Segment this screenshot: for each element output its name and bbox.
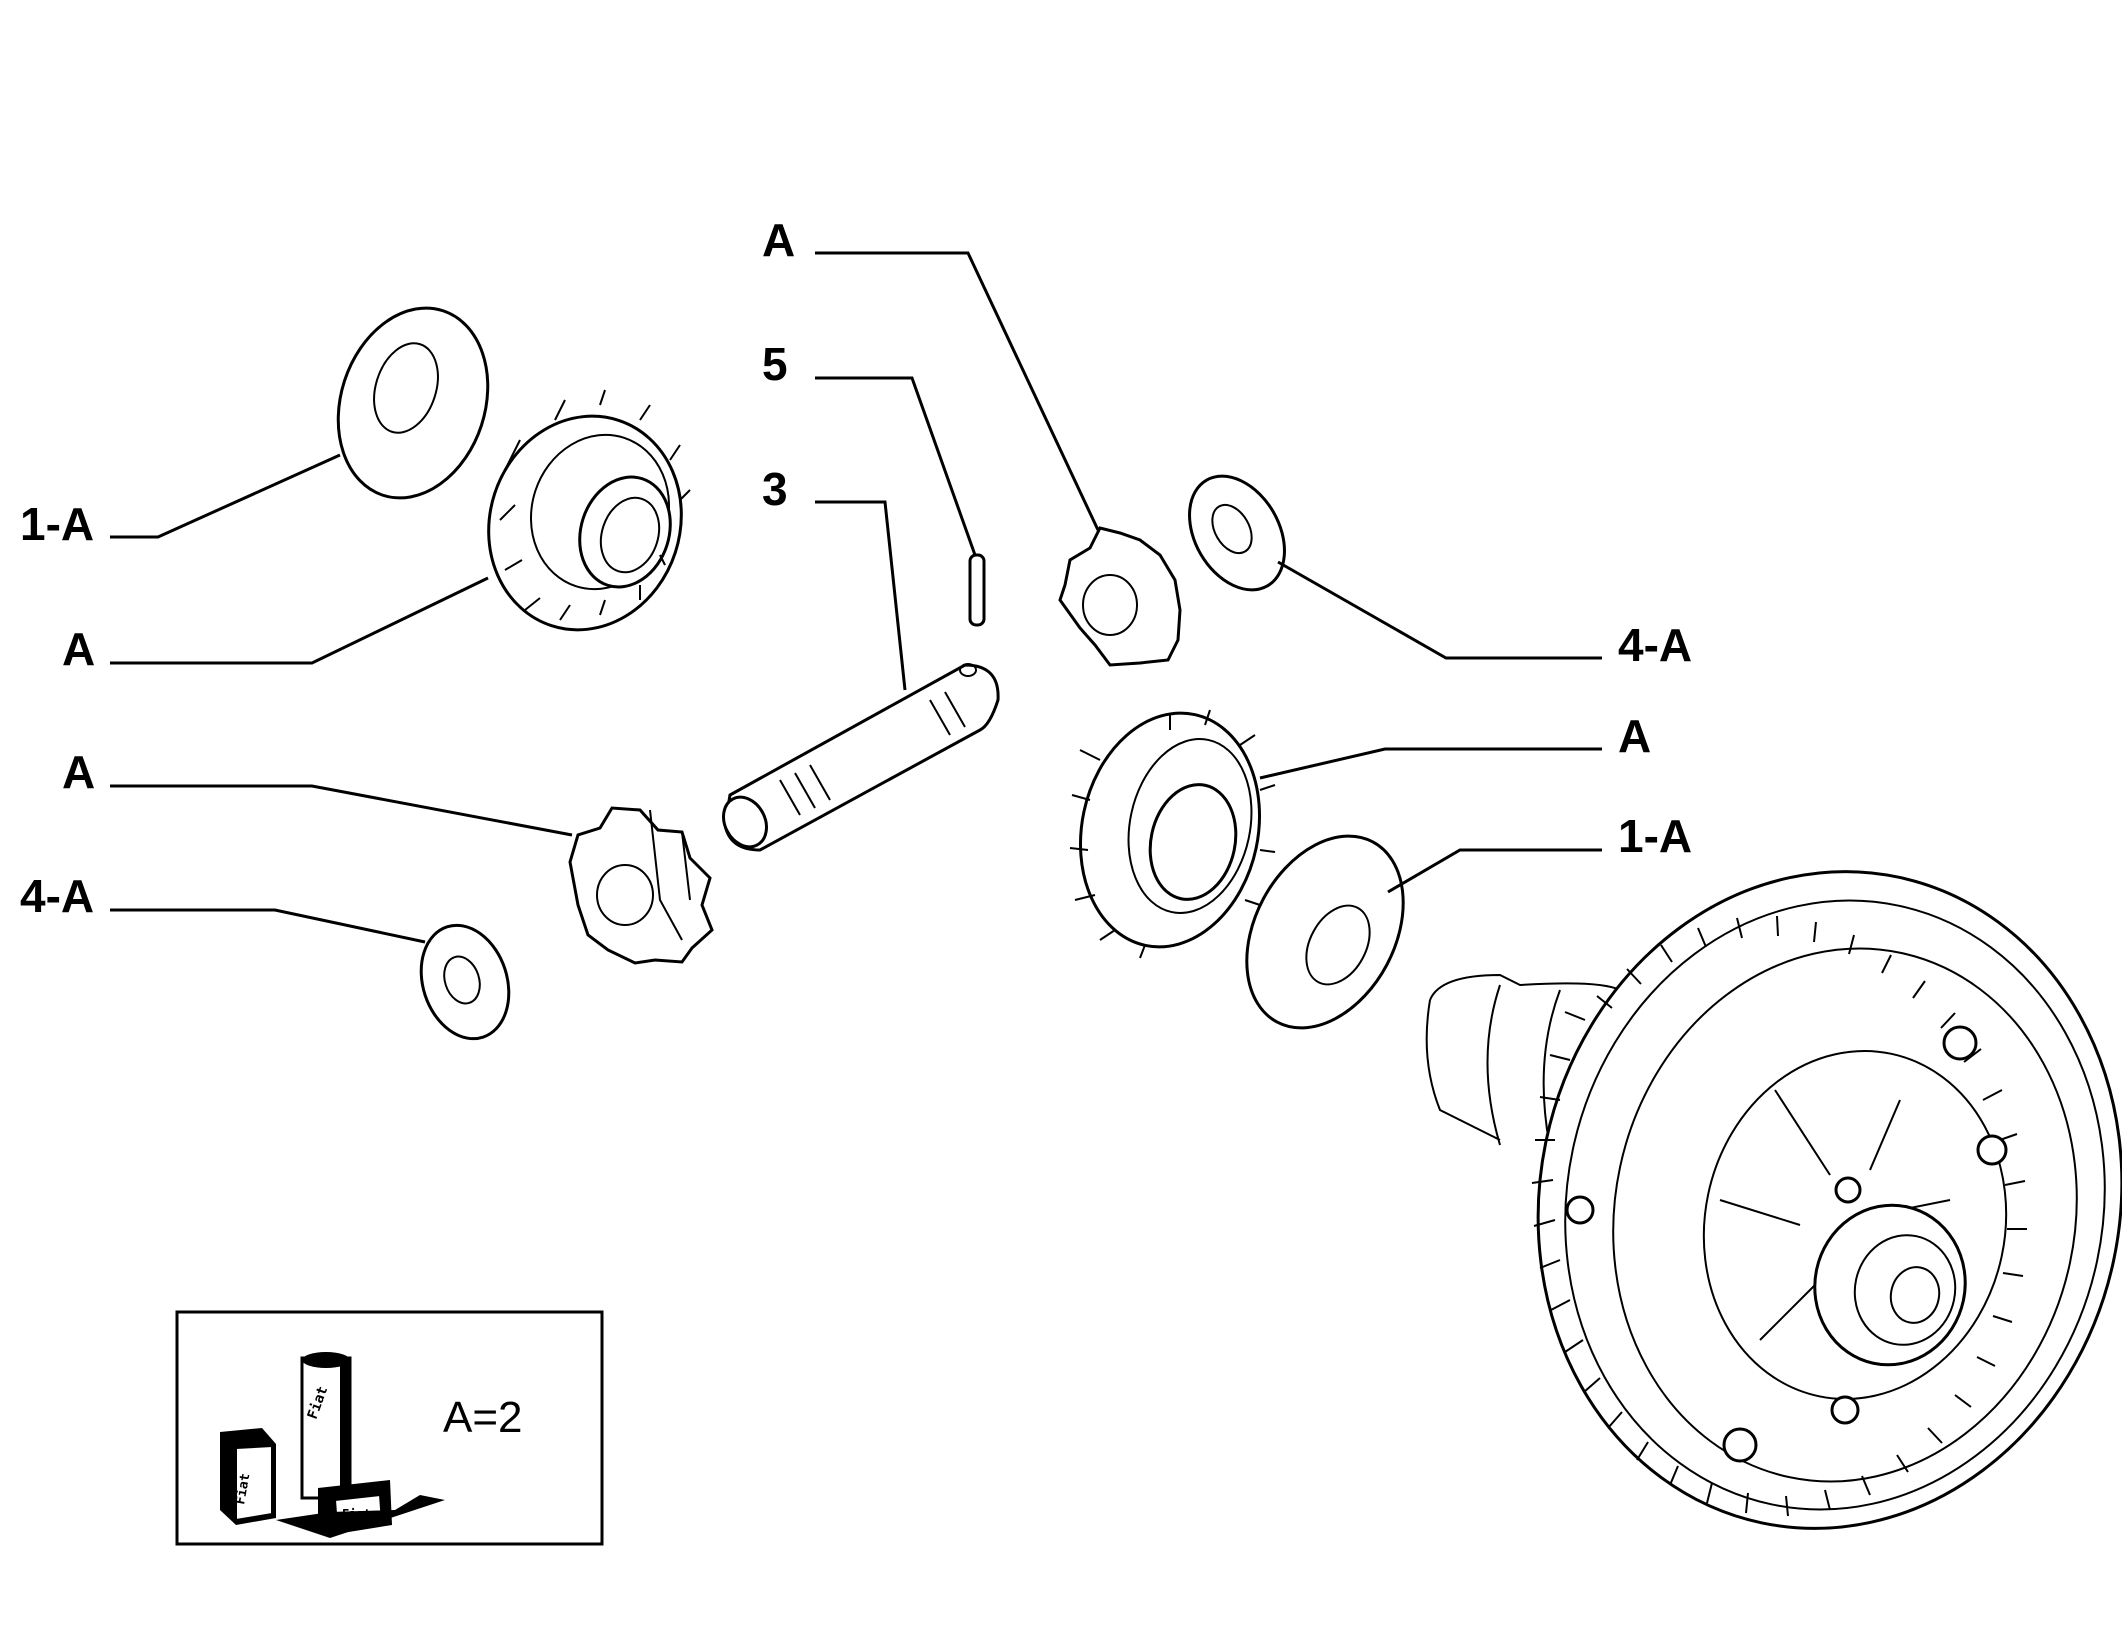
- leader-1a-right: [1387, 848, 1602, 894]
- callout-a-right: A: [1618, 710, 1651, 762]
- leader-4a-right: [1277, 560, 1602, 660]
- callout-4a-right: 4-A: [1618, 619, 1692, 671]
- leader-a-top: [815, 251, 1100, 531]
- kit-legend: Fiat Fiat Fiat A=2: [175, 1310, 604, 1546]
- svg-text:Fiat: Fiat: [342, 1507, 371, 1521]
- callout-1a-right: 1-A: [1618, 810, 1692, 862]
- thrust-washer-left-4a: [419, 923, 511, 1041]
- differential-housing: [1425, 870, 2122, 1530]
- kit-quantity-label: A=2: [443, 1393, 523, 1442]
- pinion-gear-top: [1058, 526, 1182, 667]
- callout-a-top: A: [762, 214, 795, 266]
- leader-4a-left: [110, 908, 426, 944]
- leader-3: [815, 500, 907, 691]
- callout-a-left-mid: A: [62, 746, 95, 798]
- leader-lines: [110, 251, 1602, 944]
- leader-a-right: [1259, 747, 1602, 780]
- pinion-shaft-3: [722, 663, 1000, 852]
- thrust-washer-left-1a: [336, 306, 490, 500]
- leader-a-left-mid: [110, 784, 573, 837]
- callout-1a-left: 1-A: [20, 498, 94, 550]
- leader-1a-left: [110, 453, 341, 539]
- callout-a-left-upper: A: [62, 623, 95, 675]
- roll-pin-5: [968, 553, 986, 627]
- svg-text:Fiat: Fiat: [233, 1472, 253, 1505]
- callout-3: 3: [762, 463, 788, 515]
- callout-5: 5: [762, 338, 788, 390]
- side-gear-right: [1069, 709, 1276, 959]
- leader-a-left-upper: [110, 576, 489, 665]
- thrust-washer-right-4a: [1188, 474, 1286, 592]
- side-gear-left: [487, 389, 691, 632]
- pinion-gear-left: [568, 806, 714, 965]
- thrust-washer-right-1a: [1245, 834, 1405, 1030]
- callout-4a-left: 4-A: [20, 870, 94, 922]
- leader-5: [815, 376, 977, 556]
- parts-kit-icon: Fiat Fiat Fiat: [220, 1352, 445, 1538]
